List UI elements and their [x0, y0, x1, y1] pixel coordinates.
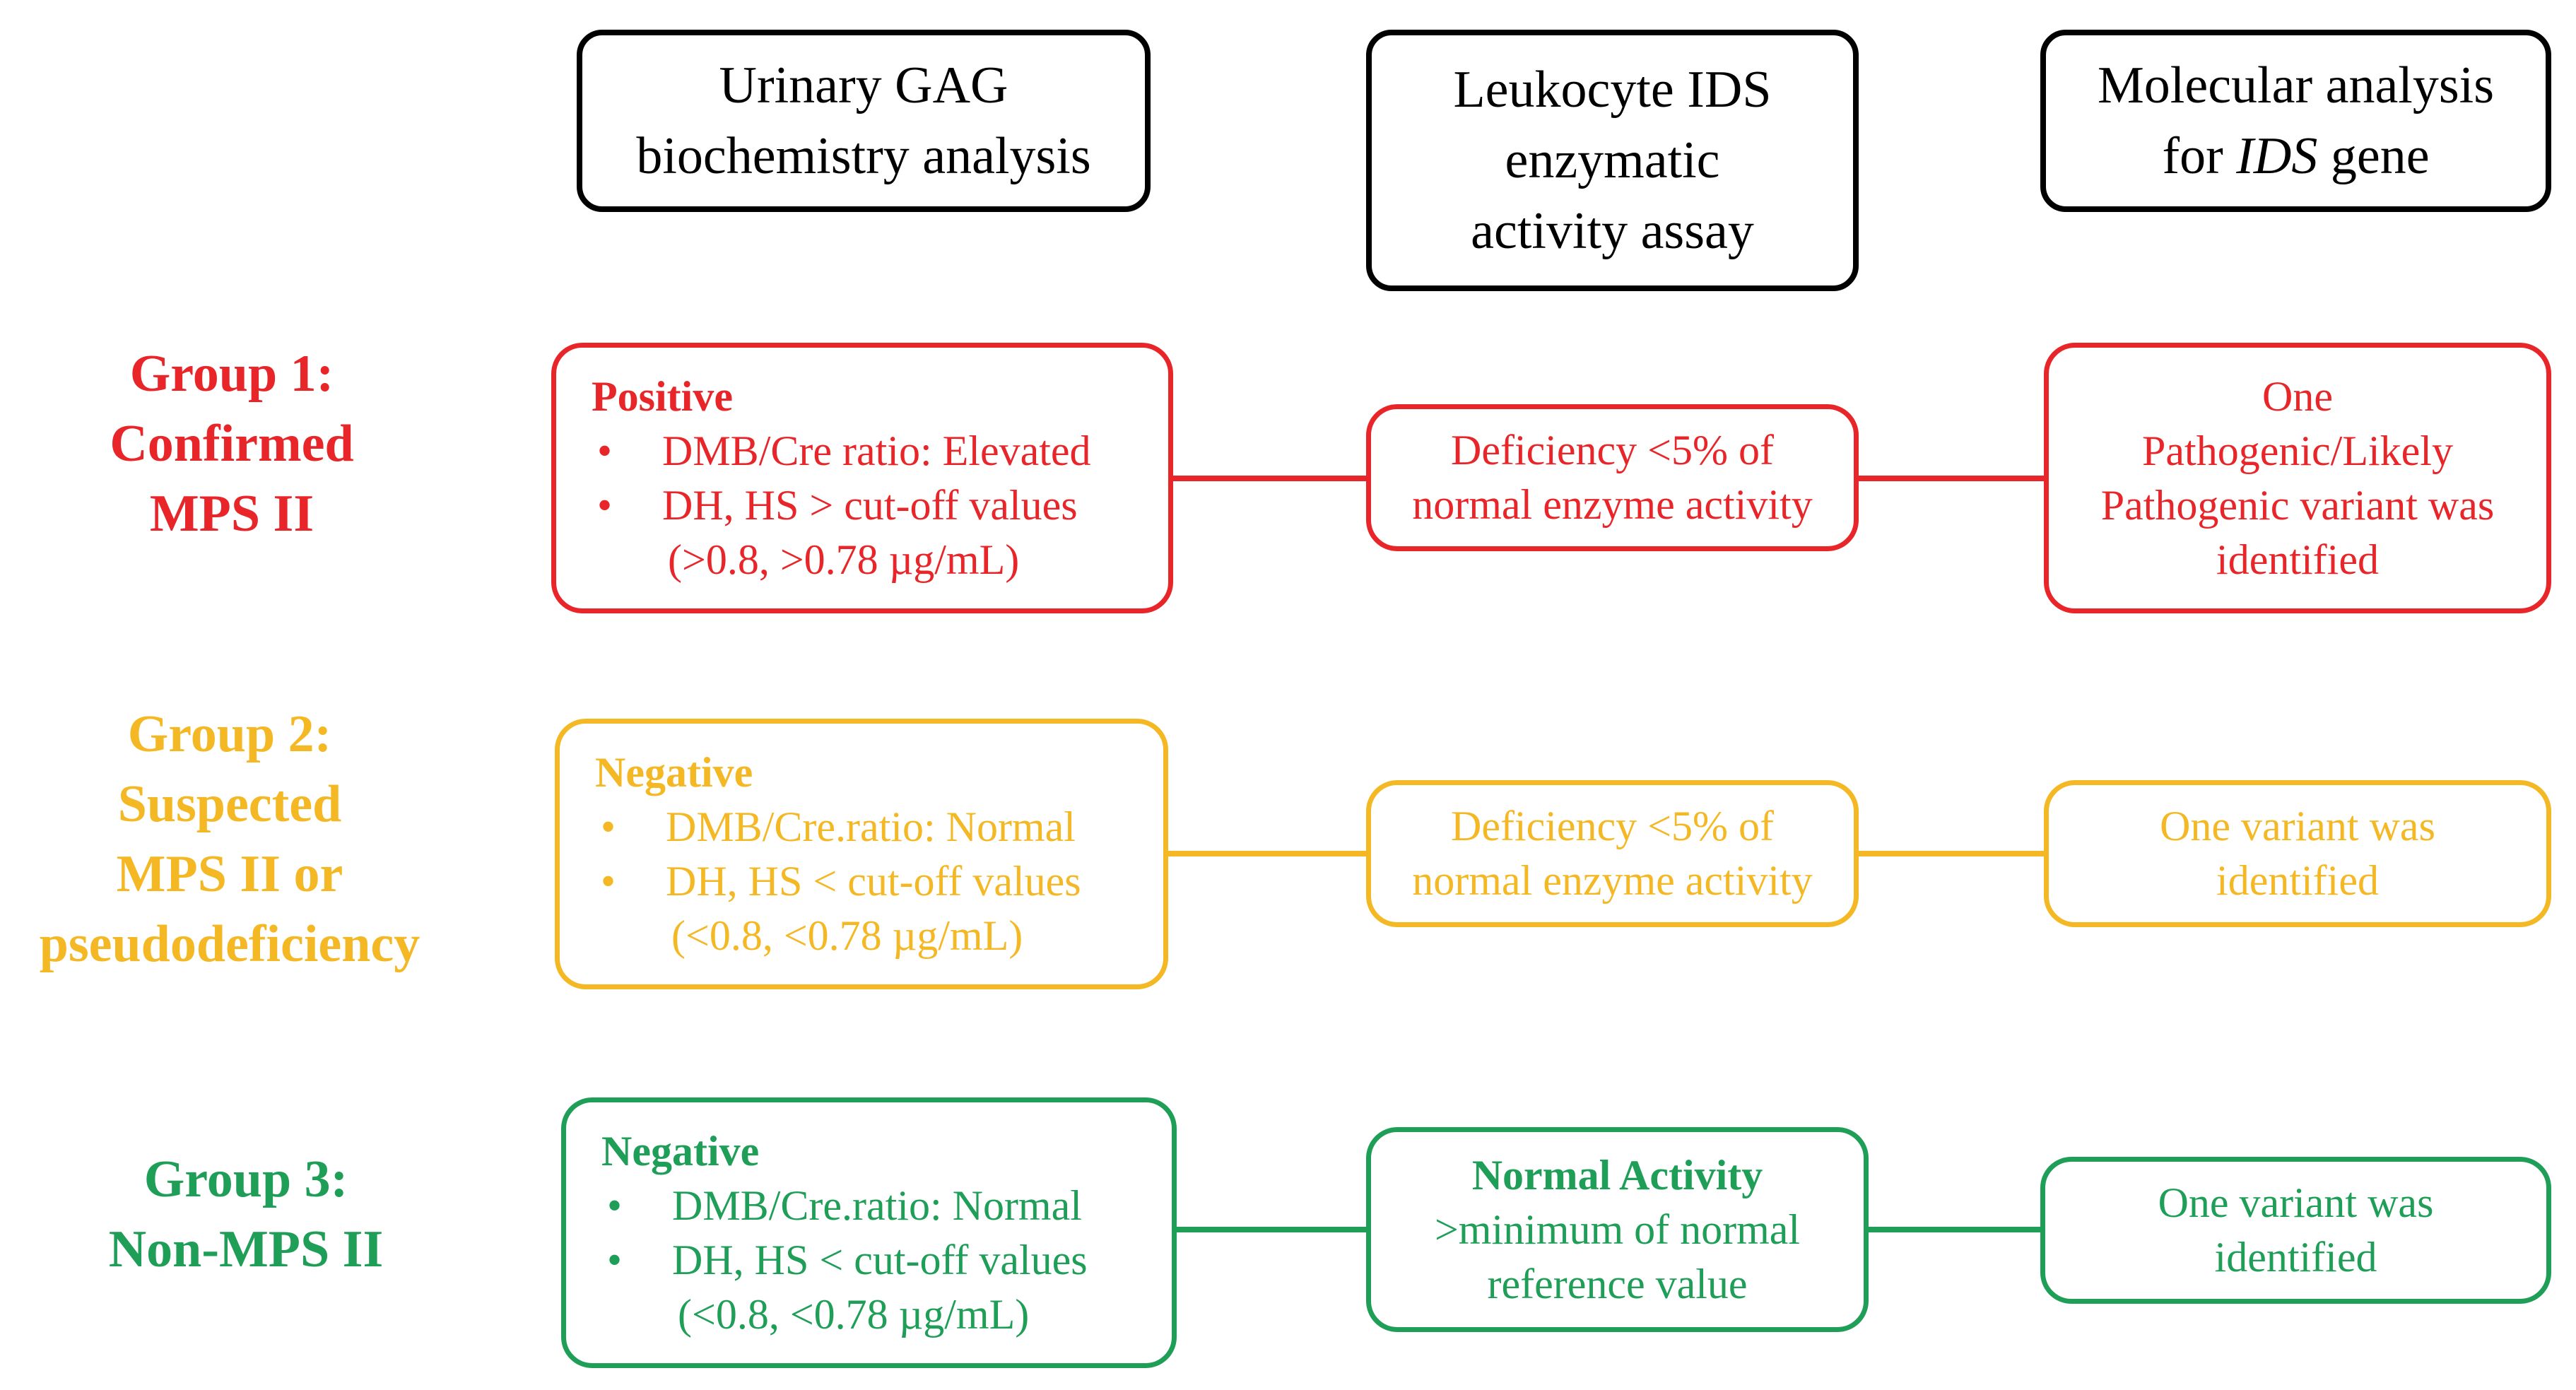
- group1-enzyme-box: Deficiency <5% of normal enzyme activity: [1366, 404, 1859, 551]
- group2-label: Group 2: Suspected MPS II or pseudodefic…: [39, 705, 420, 973]
- group3-biochem-bullet1: •DMB/Cre.ratio: Normal: [607, 1182, 1082, 1229]
- group1-molecular-box: One Pathogenic/Likely Pathogenic variant…: [2044, 343, 2551, 613]
- header-leukocyte-line3: activity assay: [1471, 202, 1754, 260]
- header-leukocyte-ids: Leukocyte IDS enzymatic activity assay: [1366, 30, 1859, 291]
- group3-biochem-cutoff: (<0.8, <0.78 µg/mL): [678, 1290, 1030, 1338]
- header-molecular-line1: Molecular analysis: [2098, 57, 2494, 114]
- header-urinary-line1: Urinary GAG: [719, 57, 1008, 114]
- group3-biochem-title: Negative: [601, 1127, 760, 1174]
- group3-biochem-box: Negative •DMB/Cre.ratio: Normal •DH, HS …: [561, 1097, 1177, 1368]
- group3-label: Group 3: Non-MPS II: [108, 1150, 384, 1278]
- group1-label: Group 1: Confirmed MPS II: [110, 345, 354, 543]
- group3-enzyme-box: Normal Activity >minimum of normal refer…: [1366, 1127, 1869, 1332]
- group1-biochem-bullet2: •DH, HS > cut-off values: [597, 481, 1078, 529]
- header-urinary-gag: Urinary GAG biochemistry analysis: [577, 30, 1151, 212]
- group1-biochem-title: Positive: [592, 372, 733, 420]
- group2-biochem-bullet1: •DMB/Cre.ratio: Normal: [601, 803, 1076, 850]
- header-leukocyte-line1: Leukocyte IDS: [1453, 61, 1772, 119]
- group3-molecular-box: One variant was identified: [2040, 1157, 2551, 1304]
- group3-enzyme-title: Normal Activity: [1471, 1151, 1763, 1198]
- header-molecular-line2: for IDS gene: [2162, 121, 2429, 192]
- header-molecular-post: gene: [2317, 127, 2430, 185]
- group2-biochem-cutoff: (<0.8, <0.78 µg/mL): [671, 912, 1023, 959]
- header-molecular-pre: for: [2162, 127, 2237, 185]
- header-molecular-analysis: Molecular analysis for IDS gene: [2040, 30, 2551, 212]
- header-urinary-line2: biochemistry analysis: [636, 127, 1091, 185]
- group3-biochem-bullet2: •DH, HS < cut-off values: [607, 1236, 1088, 1283]
- group2-biochem-bullet2: •DH, HS < cut-off values: [601, 857, 1081, 905]
- group1-biochem-cutoff: (>0.8, >0.78 µg/mL): [668, 536, 1020, 583]
- header-leukocyte-line2: enzymatic: [1505, 131, 1720, 189]
- group2-molecular-box: One variant was identified: [2044, 780, 2551, 927]
- group2-enzyme-box: Deficiency <5% of normal enzyme activity: [1366, 780, 1859, 927]
- group2-biochem-box: Negative •DMB/Cre.ratio: Normal •DH, HS …: [555, 719, 1168, 989]
- header-molecular-gene: IDS: [2236, 127, 2318, 185]
- group1-biochem-box: Positive •DMB/Cre ratio: Elevated •DH, H…: [551, 343, 1173, 613]
- group1-biochem-bullet1: •DMB/Cre ratio: Elevated: [597, 427, 1091, 474]
- group2-biochem-title: Negative: [595, 748, 753, 796]
